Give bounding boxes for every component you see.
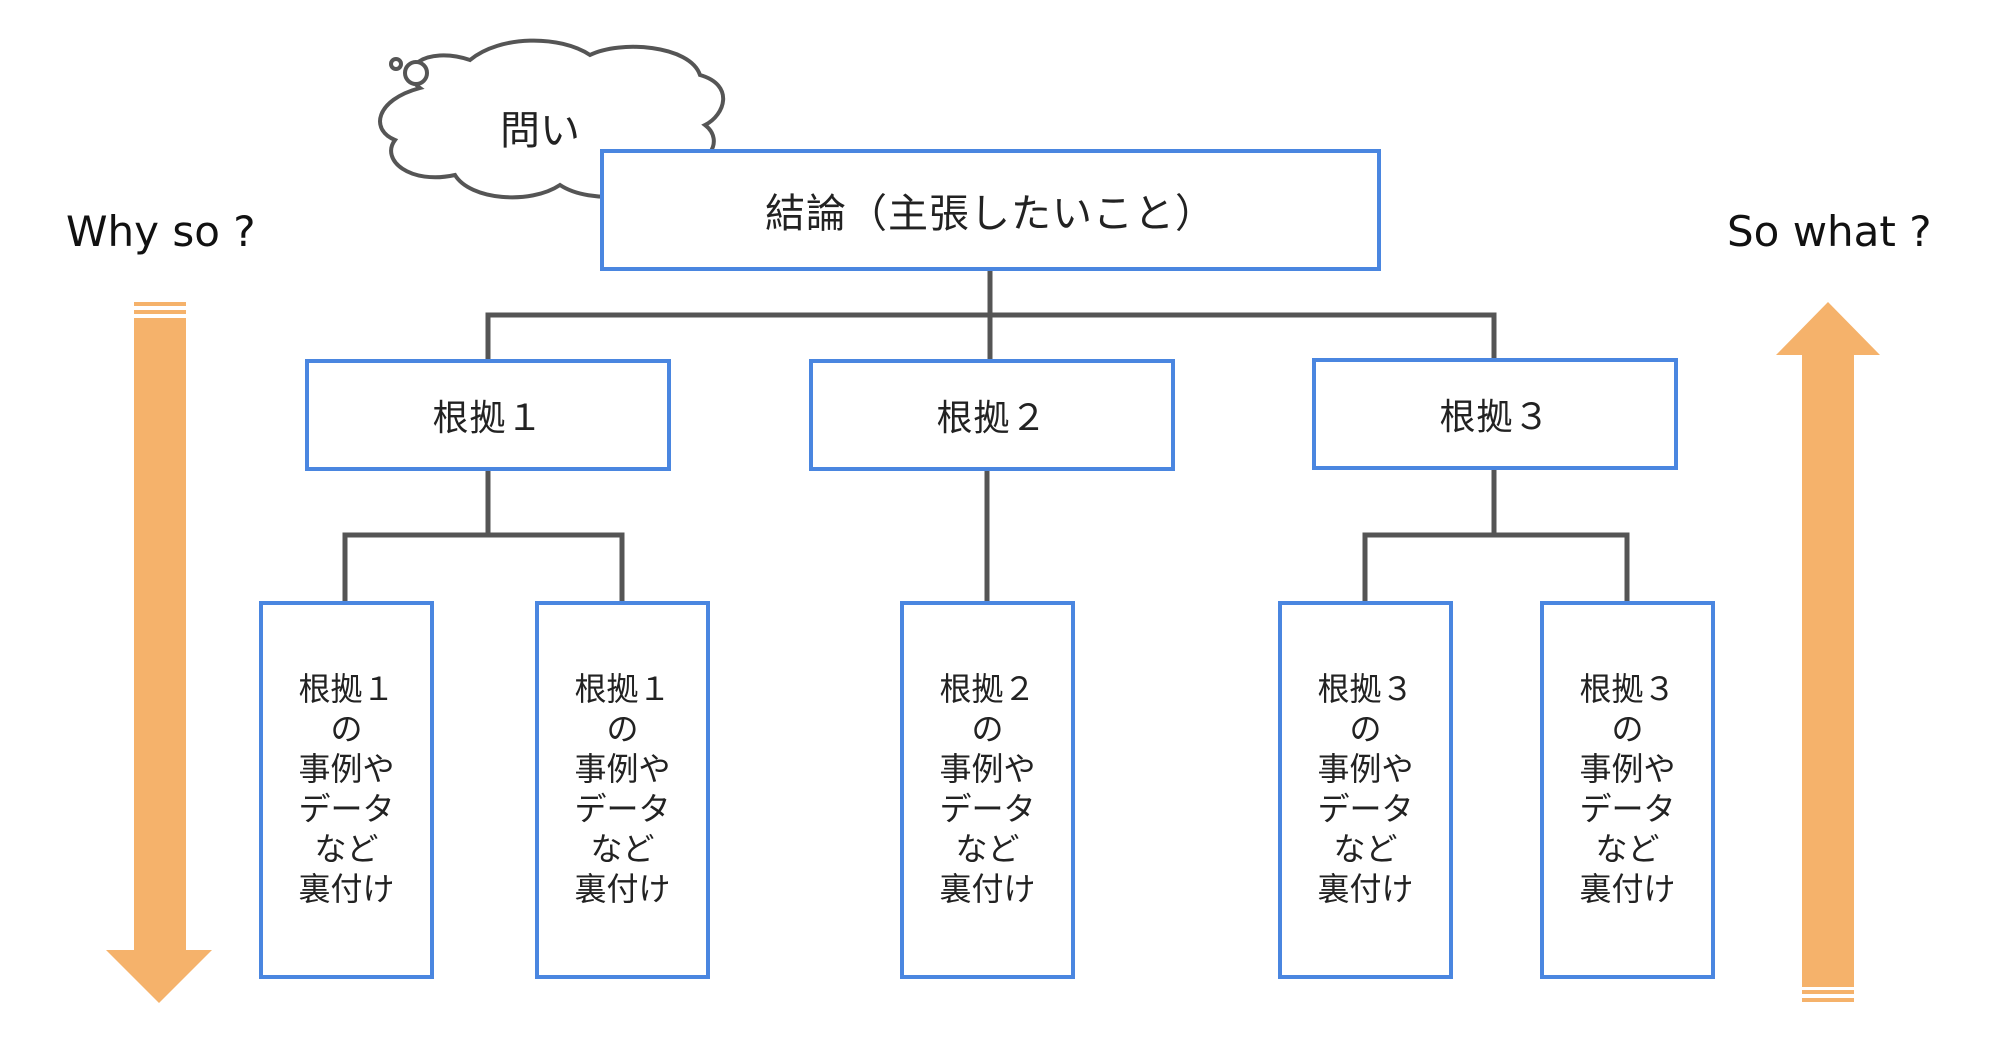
evidence-box-4: 根拠３ の 事例や データ など 裏付け xyxy=(1278,601,1453,979)
evidence-3-line-1: 根拠２ xyxy=(939,670,1036,708)
evidence-2-line-2: の xyxy=(606,710,639,748)
reason-3-label: 根拠３ xyxy=(1439,397,1551,438)
evidence-2-line-5: など xyxy=(590,830,655,868)
evidence-1-line-3: 事例や xyxy=(298,750,395,788)
evidence-4-line-2: の xyxy=(1349,710,1382,748)
connector-reason3-to-evidence xyxy=(1362,470,1630,603)
so-what-up-arrow xyxy=(1776,302,1880,1002)
connector-lines xyxy=(342,270,1630,603)
conclusion-text: 結論（主張したいこと） xyxy=(765,191,1216,237)
connector-reason1-to-evidence xyxy=(342,470,625,603)
so-what-label: So what ? xyxy=(1727,207,1932,256)
evidence-box-2: 根拠１ の 事例や データ など 裏付け xyxy=(535,601,710,979)
evidence-2-line-3: 事例や xyxy=(574,750,671,788)
evidence-box-3: 根拠２ の 事例や データ など 裏付け xyxy=(900,601,1075,979)
evidence-box-1: 根拠１ の 事例や データ など 裏付け xyxy=(259,601,434,979)
evidence-1-line-6: 裏付け xyxy=(298,870,395,908)
evidence-box-5: 根拠３ の 事例や データ など 裏付け xyxy=(1540,601,1715,979)
conclusion-box: 結論（主張したいこと） xyxy=(600,149,1381,271)
reason-box-3: 根拠３ xyxy=(1312,358,1678,470)
evidence-5-line-6: 裏付け xyxy=(1579,870,1676,908)
reason-2-label: 根拠２ xyxy=(936,398,1048,439)
evidence-5-line-4: データ xyxy=(1579,790,1676,828)
evidence-4-line-5: など xyxy=(1333,830,1398,868)
evidence-5-line-3: 事例や xyxy=(1579,750,1676,788)
evidence-3-line-3: 事例や xyxy=(939,750,1036,788)
evidence-3-line-4: データ xyxy=(939,790,1036,828)
evidence-4-line-6: 裏付け xyxy=(1317,870,1414,908)
evidence-3-line-2: の xyxy=(971,710,1004,748)
reason-box-1: 根拠１ xyxy=(305,359,671,471)
evidence-5-line-1: 根拠３ xyxy=(1579,670,1676,708)
why-so-down-arrow xyxy=(106,302,212,1003)
evidence-2-line-4: データ xyxy=(574,790,671,828)
evidence-2-line-1: 根拠１ xyxy=(574,670,671,708)
evidence-1-line-5: など xyxy=(314,830,379,868)
evidence-5-line-2: の xyxy=(1611,710,1644,748)
evidence-5-line-5: など xyxy=(1595,830,1660,868)
evidence-3-line-6: 裏付け xyxy=(939,870,1036,908)
evidence-4-line-3: 事例や xyxy=(1317,750,1414,788)
question-text: 問い xyxy=(500,108,580,154)
evidence-1-line-4: データ xyxy=(298,790,395,828)
reason-box-2: 根拠２ xyxy=(809,359,1175,471)
evidence-1-line-1: 根拠１ xyxy=(298,670,395,708)
evidence-1-line-2: の xyxy=(330,710,363,748)
evidence-4-line-4: データ xyxy=(1317,790,1414,828)
why-so-label: Why so ? xyxy=(66,207,256,256)
evidence-4-line-1: 根拠３ xyxy=(1317,670,1414,708)
evidence-2-line-6: 裏付け xyxy=(574,870,671,908)
connector-conclusion-to-reasons xyxy=(485,270,1497,360)
evidence-3-line-5: など xyxy=(955,830,1020,868)
reason-1-label: 根拠１ xyxy=(432,398,544,439)
